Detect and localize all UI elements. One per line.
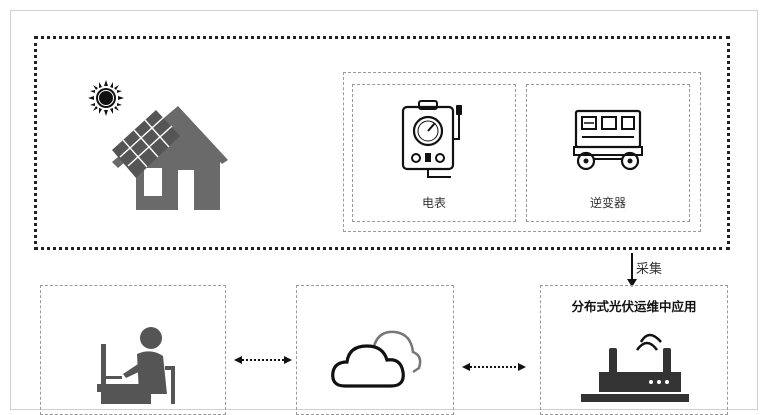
operator-card	[40, 285, 226, 415]
link-arrow-icon	[234, 356, 292, 364]
meter-card: 电表	[352, 84, 516, 222]
cloud-icon	[331, 330, 422, 388]
inverter-label: 逆变器	[589, 196, 626, 210]
inverter-icon	[573, 109, 643, 171]
cloud-platform-card	[296, 285, 454, 415]
sun-icon	[88, 80, 124, 116]
link-arrow-icon	[462, 363, 526, 371]
solar-house-icon	[112, 106, 228, 210]
meter-label: 电表	[421, 196, 446, 210]
device-group	[343, 72, 701, 232]
electric-meter-icon	[401, 100, 462, 178]
collect-label: 采集	[636, 262, 663, 277]
router-icon	[599, 333, 681, 392]
inverter-card: 逆变器	[526, 84, 690, 222]
collect-arrow-icon	[627, 253, 637, 287]
device-base-bar	[581, 394, 689, 402]
operator-at-desk-icon	[97, 327, 175, 404]
app-title: 分布式光伏运维中应用	[571, 299, 697, 314]
pv-site-panel	[34, 36, 730, 250]
platform-app-card: 分布式光伏运维中应用	[540, 285, 728, 415]
